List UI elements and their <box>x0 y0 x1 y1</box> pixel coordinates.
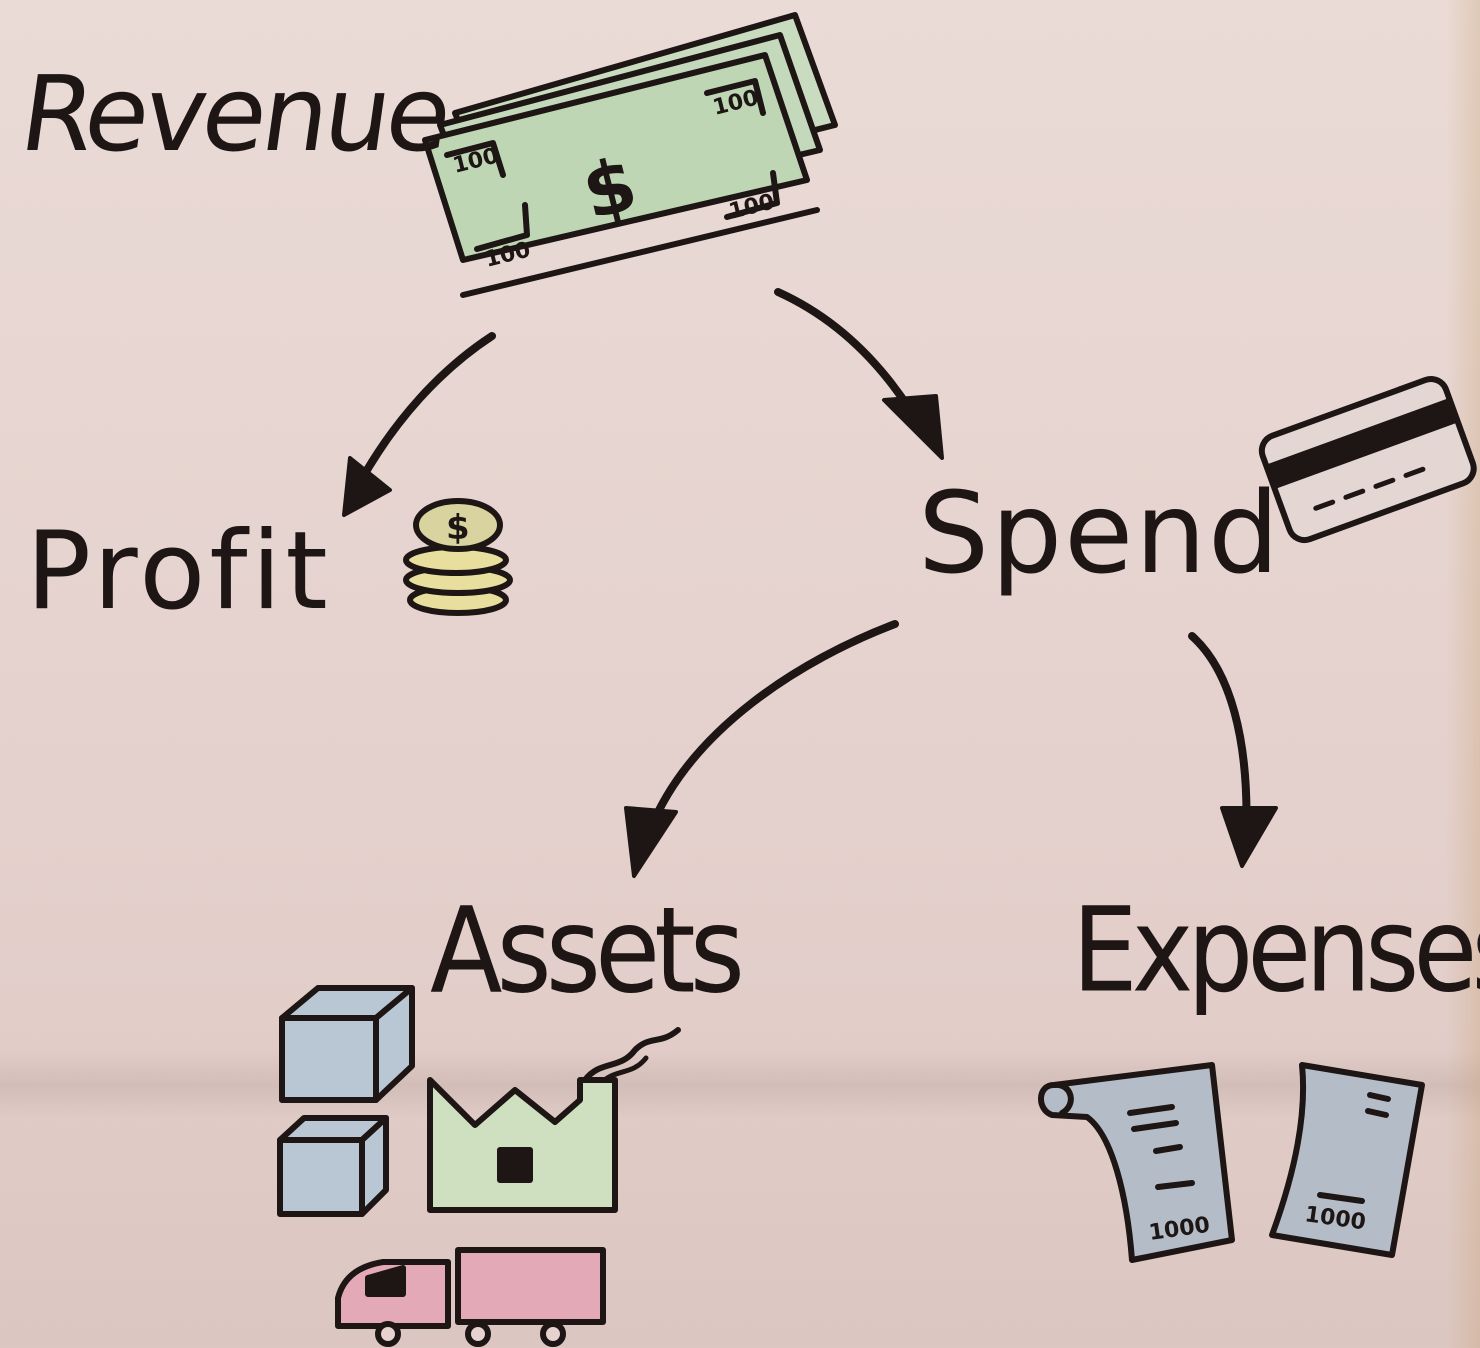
arrowhead-assets <box>624 806 678 878</box>
receipts-icon: 1000 1000 <box>1038 1062 1425 1263</box>
paper-edge-shadow <box>1446 0 1480 1348</box>
arrow-spend-to-expenses <box>1188 632 1251 844</box>
node-revenue: Revenue <box>13 53 456 175</box>
node-spend: Spend <box>918 469 1282 599</box>
arrowhead-expenses <box>1220 806 1278 868</box>
arrow-spend-to-assets <box>646 620 899 834</box>
node-assets: Assets <box>430 881 745 1020</box>
boxes-icon <box>277 985 415 1217</box>
coin-stack-icon: $ <box>403 498 513 616</box>
banknotes-icon: 100 100 100 100 $ <box>422 12 838 298</box>
arrowhead-spend <box>882 394 944 460</box>
paper-fold-shadow <box>0 1050 1480 1120</box>
coin-dollar-sign: $ <box>446 508 470 548</box>
node-profit: Profit <box>26 509 332 634</box>
node-expenses: Expenses <box>1072 881 1480 1019</box>
factory-icon <box>427 1027 681 1213</box>
truck-icon <box>335 1247 606 1347</box>
arrow-revenue-to-profit <box>356 332 496 486</box>
credit-card-icon <box>1258 376 1477 544</box>
arrowhead-profit <box>342 456 392 517</box>
